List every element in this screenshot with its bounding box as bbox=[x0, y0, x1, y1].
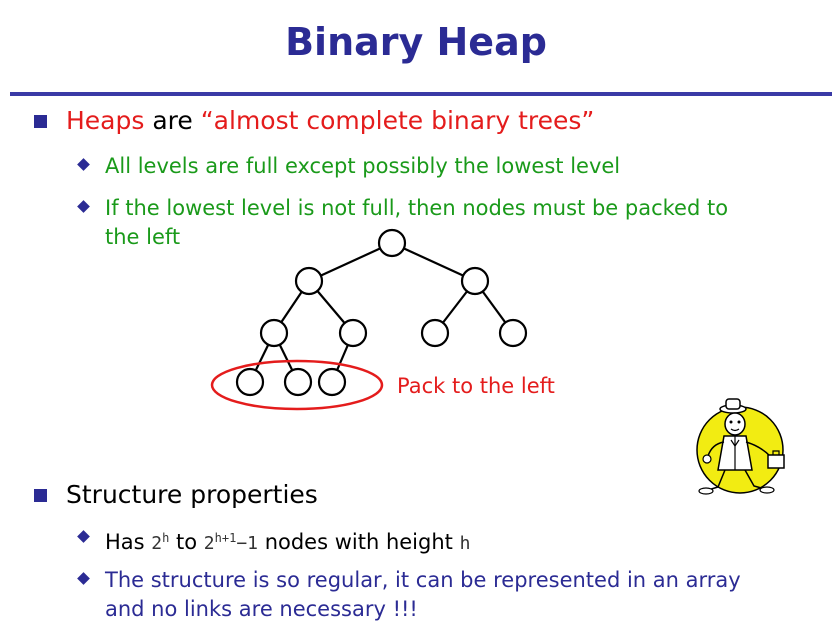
tree-node bbox=[460, 266, 490, 296]
tree-node bbox=[317, 367, 347, 397]
are-word: are bbox=[144, 106, 201, 135]
square-bullet-icon bbox=[34, 489, 47, 502]
heaps-word: Heaps bbox=[66, 106, 145, 135]
title-divider bbox=[10, 92, 832, 96]
tree-node bbox=[259, 318, 289, 348]
square-bullet-icon bbox=[34, 115, 47, 128]
pack-left-ellipse bbox=[210, 359, 384, 411]
tree-node bbox=[420, 318, 450, 348]
tree-node bbox=[377, 228, 407, 258]
tree-nodes bbox=[235, 228, 528, 397]
tree-node bbox=[338, 318, 368, 348]
tree-node bbox=[235, 367, 265, 397]
pack-left-label: Pack to the left bbox=[397, 374, 555, 398]
tree-node bbox=[294, 266, 324, 296]
almost-complete-phrase: “almost complete binary trees” bbox=[200, 106, 595, 135]
tree-node bbox=[283, 367, 313, 397]
tree-node bbox=[498, 318, 528, 348]
detective-mascot-icon bbox=[696, 398, 785, 495]
slide-title: Binary Heap bbox=[285, 20, 547, 64]
